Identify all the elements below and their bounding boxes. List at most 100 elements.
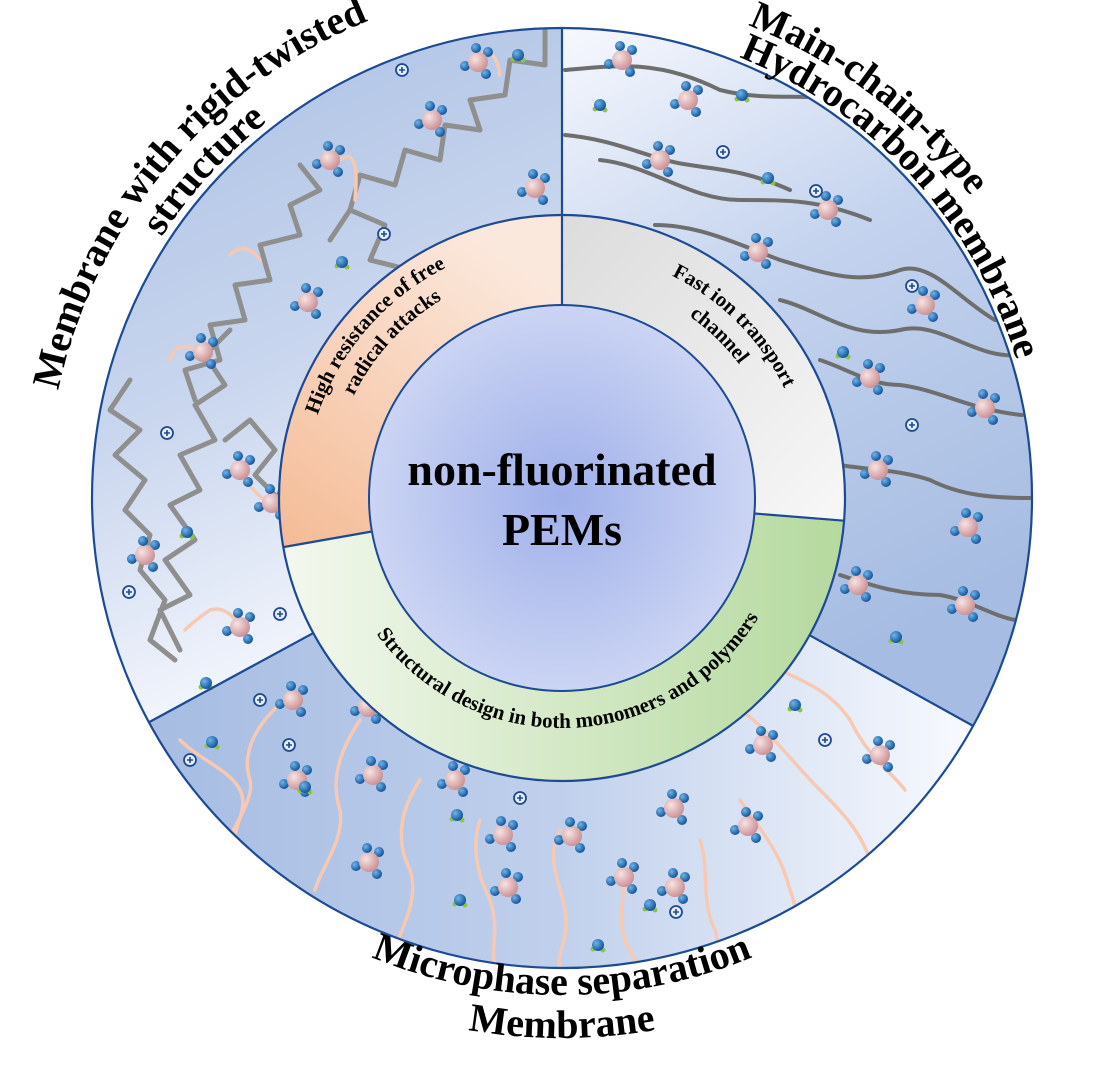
oxygen-atom [485,834,495,844]
oxygen-atom [745,744,755,754]
side-chain [551,828,568,967]
sulfonate-group-icon [437,761,470,797]
oxygen-atom [833,195,843,205]
oxygen-atom [677,815,687,825]
oxygen-atom [670,99,680,109]
plus-sign [720,149,726,155]
sulfonate-group-icon [740,233,773,269]
sulfonate-group-icon [351,843,384,879]
oxygen-atom [290,761,300,771]
sulfonate-group-icon [606,858,639,894]
oxygen-atom [350,706,360,716]
oxygen-atom [625,67,635,77]
oxygen-atom [821,191,831,201]
side-chain [178,738,245,852]
oxygen-atom [885,740,895,750]
oxygen-atom [460,765,470,775]
plus-sign [381,231,387,237]
sulfonate-group-icon [950,508,983,544]
sulfur-atom [498,877,518,897]
proton-icon [905,418,919,432]
proton-icon [282,738,296,752]
proton-icon [716,145,730,159]
oxygen-atom [667,789,677,799]
plus-sign [187,757,193,763]
oxygen-atom [138,536,148,546]
sulfonate-group-icon [460,43,493,79]
proton-icon [160,426,174,440]
oxygen-atom [753,811,763,821]
oxygen-atom [275,699,285,709]
plus-sign [909,283,915,289]
oxygen-atom [362,843,372,853]
oxygen-atom [988,415,998,425]
oxygen-atom [301,283,311,293]
oxygen-atom [311,309,321,319]
side-chain [313,718,362,892]
sulfonate-group-icon [670,81,703,117]
oxygen-atom [592,939,604,951]
sulfur-atom [525,178,545,198]
oxygen-atom [245,612,255,622]
oxygen-atom [366,756,376,766]
sulfonate-group-icon [862,736,895,772]
oxygen-atom [668,868,678,878]
twisted-backbone [157,327,233,653]
oxygen-atom [691,107,701,117]
sulfonate-group-icon [355,756,388,792]
segment-structural-design [283,513,845,782]
plus-sign [164,430,170,436]
oxygen-atom [763,237,773,247]
oxygen-atom [481,69,491,79]
oxygen-atom [968,612,978,622]
oxygen-atom [606,876,616,886]
oxygen-atom [508,820,518,830]
oxygen-atom [451,809,463,821]
middle-ring-dividers [283,215,845,549]
oxygen-atom [312,159,322,169]
sulfur-atom [958,517,978,537]
oxygen-atom [378,760,388,770]
oxygen-atom [967,407,977,417]
oxygen-atom [458,787,468,797]
sulfur-atom [283,690,303,710]
oxygen-atom [971,534,981,544]
oxygen-atom [371,714,381,724]
sulfonate-group-icon [852,359,885,395]
sulfonate-group-icon [222,451,255,487]
main-chain-backbone [778,298,1022,358]
oxygen-atom [206,359,216,369]
oxygen-atom [222,469,232,479]
oxygen-atom [513,872,523,882]
oxygen-atom [627,884,637,894]
plus-sign [257,697,263,703]
oxygen-atom [483,47,493,57]
oxygen-atom [490,886,500,896]
oxygen-atom [496,816,506,826]
oxygen-atom [863,570,873,580]
oxygen-atom [665,145,675,155]
oxygen-atom [950,526,960,536]
oxygen-atom [296,707,306,717]
oxygen-atom [501,868,511,878]
oxygen-atom [414,119,424,129]
segment-radical-resistance [279,215,562,548]
oxygen-atom [663,167,673,177]
proton-icon [669,905,683,919]
sulfur-atom [298,292,318,312]
water-molecule-icon [592,99,608,113]
oxygen-atom [233,608,243,618]
oxygen-atom [681,81,691,91]
proton-icon [395,63,409,77]
center-title-line1: non-fluorinated [407,444,717,495]
oxygen-atom [448,761,458,771]
sulfur-atom [738,816,758,836]
sulfonate-group-icon [745,726,778,762]
sulfur-atom [614,867,634,887]
label-text: Membrane [467,994,658,1047]
center-title-line2: PEMs [502,504,622,555]
oxygen-atom [958,586,968,596]
oxygen-atom [970,590,980,600]
oxygen-atom [617,858,627,868]
